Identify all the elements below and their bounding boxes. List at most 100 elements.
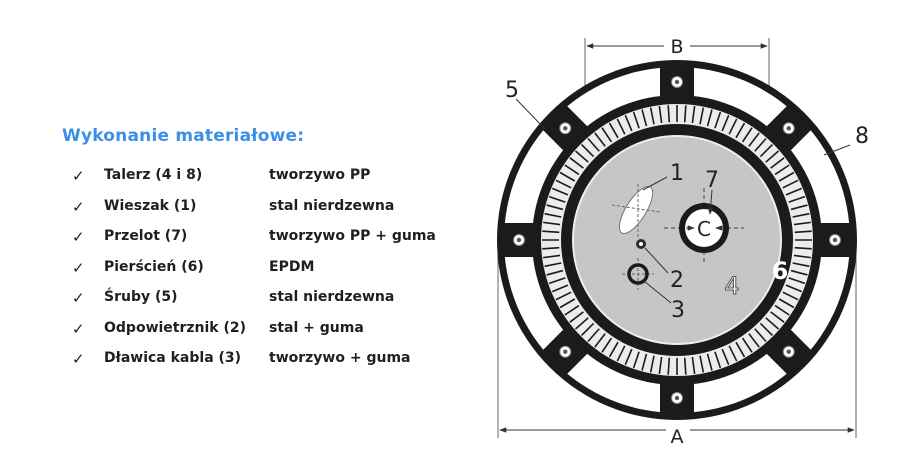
gasket-tooth [641, 353, 648, 371]
gasket-tooth [754, 328, 767, 343]
material-name: Wieszak (1) [104, 197, 197, 214]
check-icon: ✓ [72, 350, 85, 368]
bolt-1 [660, 62, 694, 102]
material-value: EPDM [269, 258, 315, 275]
cable-gland [622, 258, 654, 290]
leader-1 [642, 176, 668, 191]
gasket-tooth [569, 311, 584, 323]
gasket-tooth [580, 322, 595, 337]
bolt-2 [762, 102, 815, 155]
gasket-tooth [658, 106, 663, 124]
callout-4: 4 [724, 272, 739, 300]
material-value: stal nierdzewna [269, 289, 395, 305]
gasket-tooth [735, 341, 746, 358]
gasket-tooth [683, 357, 687, 375]
gasket-tooth [782, 179, 799, 189]
gasket-tooth [778, 298, 795, 309]
callout-1: 1 [670, 161, 684, 186]
gasket-tooth [785, 187, 803, 196]
gasket-tooth [574, 150, 589, 163]
material-name: Dławica kabla (3) [104, 350, 242, 366]
gasket-tooth [544, 212, 562, 218]
gasket-tooth [794, 230, 812, 234]
gasket-tooth [632, 111, 640, 129]
gasket-tooth [683, 105, 687, 123]
check-icon: ✓ [72, 289, 85, 307]
gasket-tooth [542, 230, 560, 234]
gasket-tooth [616, 118, 626, 135]
gasket-tooth [649, 355, 655, 373]
gasket-tooth [714, 111, 722, 129]
gasket-tooth [706, 109, 713, 127]
bolt-7 [499, 223, 539, 257]
gasket-tooth [601, 127, 613, 143]
gasket-tooth [793, 254, 811, 259]
gasket-tooth [641, 109, 648, 127]
passage: C [664, 188, 744, 262]
material-value: stal nierdzewna [269, 197, 395, 214]
gasket-tooth [765, 317, 780, 330]
check-icon: ✓ [72, 319, 85, 338]
gasket-tooth [594, 132, 606, 147]
gasket-tooth [790, 204, 808, 211]
gasket-tooth [759, 322, 774, 337]
gasket-tooth [788, 277, 806, 285]
gasket-tooth [728, 345, 738, 362]
gasket-tooth [699, 355, 705, 373]
check-icon: ✓ [72, 228, 85, 246]
material-name: Śruby (5) [104, 289, 178, 305]
gasket-tooth [699, 107, 705, 125]
gasket-tooth [551, 284, 569, 293]
check-icon: ✓ [72, 167, 85, 185]
gasket-tooth [793, 221, 811, 226]
gasket-tooth [790, 269, 808, 276]
gasket-tooth [721, 348, 730, 366]
materials-heading: Wykonanie materiałowe: [62, 126, 305, 146]
inner-plate [572, 135, 782, 345]
gasket-tooth [792, 262, 810, 268]
material-name: Pierścień (6) [104, 258, 204, 275]
material-name: Talerz (4 i 8) [104, 167, 203, 183]
gasket-tooth [546, 269, 564, 276]
gasket-tooth [564, 304, 580, 316]
gasket-tooth [667, 357, 671, 375]
gasket-tooth [543, 221, 561, 226]
dimension-a: A [497, 230, 857, 448]
check-icon: ✓ [72, 197, 85, 216]
gasket-tooth [543, 254, 561, 259]
gasket-tooth [624, 348, 633, 366]
gasket-tooth [691, 356, 696, 374]
gasket-tooth [691, 106, 696, 124]
gasket-tooth [658, 356, 663, 374]
gasket-tooth [774, 164, 790, 176]
gasket-tooth [778, 171, 795, 182]
bolt-tabs [499, 62, 855, 418]
callout-8: 8 [855, 124, 869, 149]
gasket-tooth [735, 122, 746, 139]
gasket-tooth [774, 304, 790, 316]
gasket-tooth [559, 298, 576, 309]
leader-3 [643, 280, 672, 304]
gasket-tooth [548, 195, 566, 203]
leader-7 [707, 189, 714, 215]
hanger [611, 184, 661, 238]
gasket-tooth [770, 157, 785, 169]
gasket-tooth [594, 333, 606, 348]
gasket-tooth [616, 345, 626, 362]
gasket-tooth [788, 195, 806, 203]
gasket-tooth [608, 122, 619, 139]
callout-5: 5 [505, 78, 519, 103]
gasket-tooth [785, 284, 803, 293]
gasket-tooth [770, 311, 785, 323]
gasket-tooth [587, 137, 600, 152]
bolt-5 [660, 378, 694, 418]
gasket-tooth [608, 341, 619, 358]
callout-7: 7 [705, 168, 719, 193]
bolt-3 [815, 223, 855, 257]
gasket-tooth [794, 246, 812, 250]
gasket-tooth [765, 150, 780, 163]
dimension-a-label: A [671, 426, 684, 448]
gasket-tooth [728, 118, 738, 135]
gasket-tooth [759, 143, 774, 158]
gasket-tooth [580, 143, 595, 158]
